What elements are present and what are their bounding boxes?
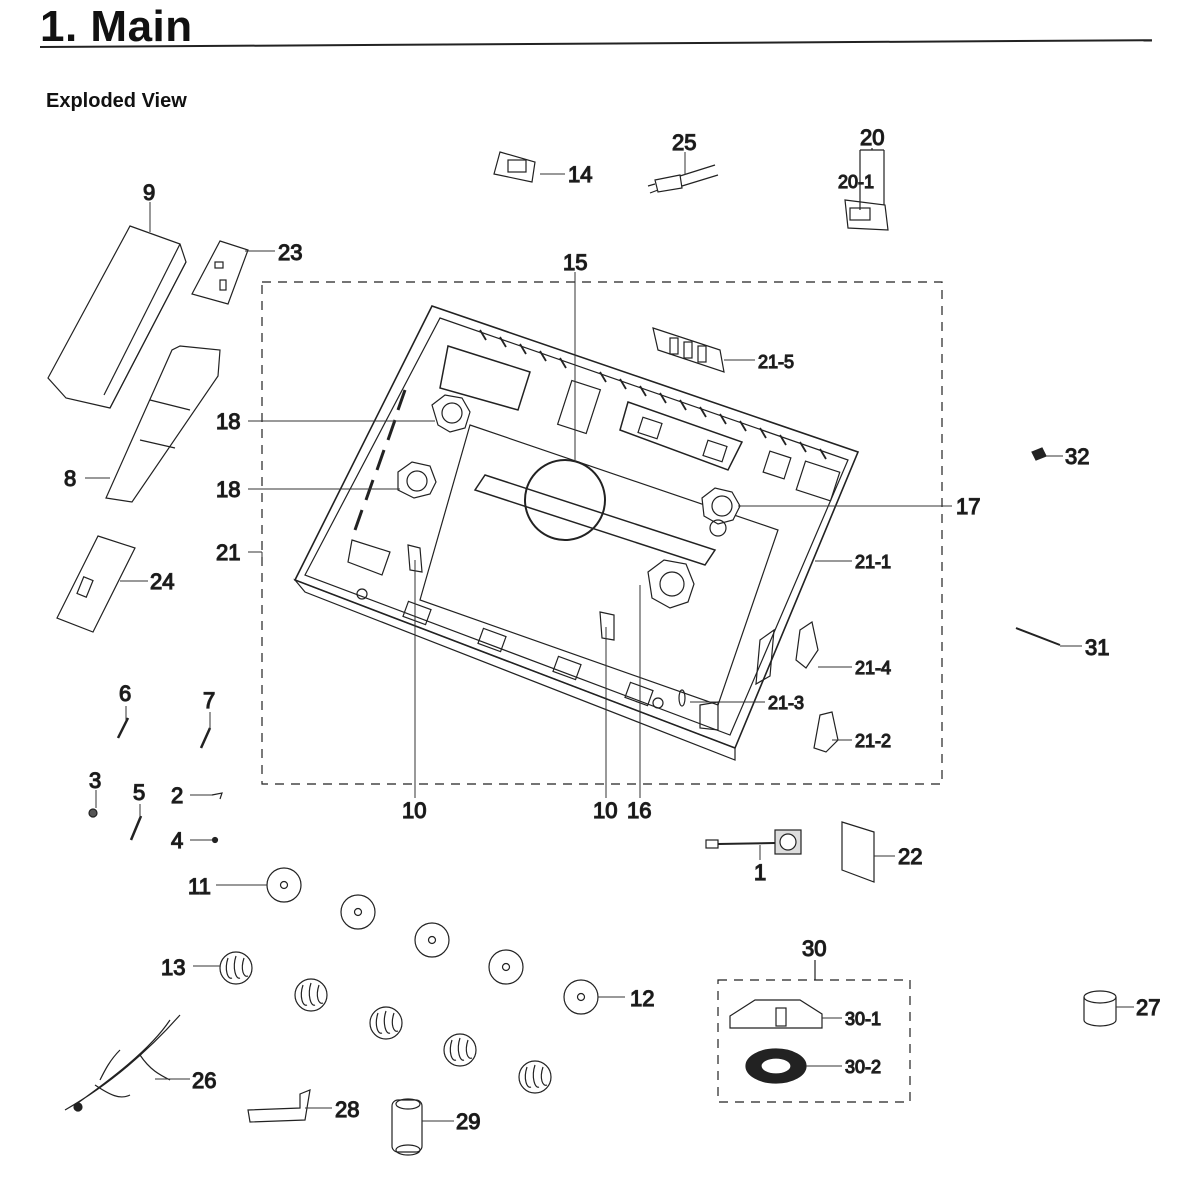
part-2-clip — [211, 792, 223, 800]
callout-25: 25 — [672, 130, 696, 155]
part-11-disc — [266, 867, 302, 903]
callout-29: 29 — [456, 1109, 480, 1134]
callout-30-2: 30-2 — [845, 1057, 881, 1077]
callout-21: 21 — [216, 540, 240, 565]
part-4-screw — [211, 836, 219, 844]
part-9-pcb-cover — [47, 225, 187, 409]
part-16-gasket — [647, 559, 695, 609]
knob-disc — [414, 922, 450, 958]
part-20-igniter — [844, 148, 889, 231]
callout-16: 16 — [627, 798, 651, 823]
callout-28: 28 — [335, 1097, 359, 1122]
callout-21-5: 21-5 — [758, 352, 794, 372]
part-22-sheet — [841, 821, 875, 883]
callout-5: 5 — [133, 780, 145, 805]
callout-2: 2 — [171, 783, 183, 808]
section-subtitle: Exploded View — [46, 90, 187, 112]
callout-21-3: 21-3 — [768, 693, 804, 713]
callout-3: 3 — [89, 768, 101, 793]
callout-21-1: 21-1 — [855, 552, 891, 572]
callout-4: 4 — [171, 828, 183, 853]
callout-7: 7 — [203, 688, 215, 713]
part-14-bracket-plate — [493, 151, 536, 183]
callout-6: 6 — [119, 681, 131, 706]
part-21-4 — [795, 621, 819, 669]
callout-14: 14 — [568, 162, 592, 187]
knob — [443, 1033, 477, 1067]
part-29-regulator — [391, 1098, 423, 1156]
part-10-bracket-b — [599, 611, 615, 641]
part-21-2 — [813, 711, 839, 753]
knob — [518, 1060, 552, 1094]
callout-24: 24 — [150, 569, 174, 594]
part-27-cap — [1083, 990, 1117, 1027]
part-24-pcb — [56, 535, 136, 633]
callout-18b: 18 — [216, 477, 240, 502]
part-18-gasket-lower — [397, 461, 437, 499]
part-21-5 — [652, 327, 725, 373]
part-25-power-cord — [647, 164, 719, 194]
callout-32: 32 — [1065, 444, 1089, 469]
part-31-rod — [1015, 627, 1061, 646]
callout-18a: 18 — [216, 409, 240, 434]
callout-12: 12 — [630, 986, 654, 1011]
part-13-knob — [219, 951, 253, 985]
part-3-nut — [88, 808, 98, 818]
page-title: 1. Main — [40, 2, 193, 51]
part-1-wire-sensor — [705, 829, 802, 855]
callout-22: 22 — [898, 844, 922, 869]
callout-30-1: 30-1 — [845, 1009, 881, 1029]
leader-lines — [85, 152, 1134, 1122]
part-30-2 — [745, 1048, 807, 1084]
part-21-3 — [678, 689, 686, 707]
part-23-sub-pcb — [191, 240, 249, 305]
callout-17: 17 — [956, 494, 980, 519]
part-26-wire-harness — [64, 1014, 181, 1112]
callout-20-1: 20-1 — [838, 172, 874, 192]
knob-disc — [488, 949, 524, 985]
callout-10a: 10 — [402, 798, 426, 823]
part-32-clip — [1031, 447, 1047, 461]
callout-15: 15 — [563, 250, 587, 275]
callout-13: 13 — [161, 955, 185, 980]
cooktop-frame — [293, 305, 860, 761]
part-12-disc — [563, 979, 599, 1015]
callout-31: 31 — [1085, 635, 1109, 660]
knob — [294, 978, 328, 1012]
callout-23: 23 — [278, 240, 302, 265]
callout-labels: 9 23 14 25 20 20-1 15 21-5 18 18 17 21-1… — [63, 124, 1161, 1134]
part-30-1 — [729, 999, 823, 1029]
callout-1: 1 — [754, 860, 766, 885]
part-30-boundary — [717, 979, 911, 1103]
knob — [369, 1006, 403, 1040]
knob-disc — [340, 894, 376, 930]
callout-21-4: 21-4 — [855, 658, 891, 678]
callout-21-2: 21-2 — [855, 731, 891, 751]
callout-30: 30 — [802, 936, 826, 961]
part-10-bracket-a — [407, 544, 423, 573]
callout-10b: 10 — [593, 798, 617, 823]
callout-26: 26 — [192, 1068, 216, 1093]
part-6-electrode — [116, 717, 130, 739]
part-18-gasket-upper — [431, 394, 471, 433]
callout-8: 8 — [64, 466, 76, 491]
callout-9: 9 — [143, 180, 155, 205]
callout-20: 20 — [860, 125, 884, 150]
part-28-bracket — [247, 1089, 311, 1123]
callout-27: 27 — [1136, 995, 1160, 1020]
callout-11: 11 — [188, 874, 211, 899]
frame-21-boundary — [261, 281, 943, 785]
part-8-pcb-assembly — [105, 345, 221, 503]
part-5-electrode — [129, 815, 143, 841]
part-7-electrode — [199, 727, 212, 749]
part-17-gasket — [701, 487, 741, 537]
